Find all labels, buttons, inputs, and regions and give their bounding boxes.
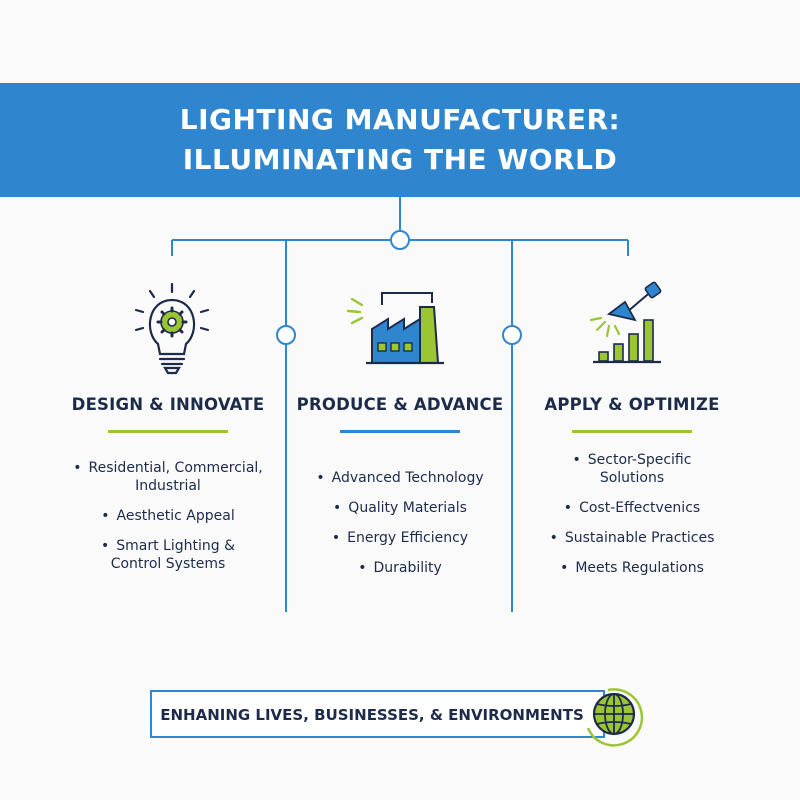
title-underline bbox=[340, 430, 460, 433]
column-title: APPLY & OPTIMIZE bbox=[544, 395, 720, 414]
item-list: •Residential, Commercial,Industrial •Aes… bbox=[53, 459, 283, 573]
column-title: DESIGN & INNOVATE bbox=[71, 395, 265, 414]
globe-icon bbox=[586, 688, 644, 747]
footer-text: ENHANING LIVES, BUSINESSES, & ENVIRONMEN… bbox=[160, 706, 584, 724]
item-list: •Advanced Technology •Quality Materials … bbox=[285, 469, 515, 577]
lightbulb-gear-icon bbox=[134, 282, 210, 375]
factory-icon bbox=[346, 292, 444, 365]
list-item: •Aesthetic Appeal bbox=[101, 508, 235, 524]
list-item: •Advanced Technology bbox=[316, 470, 484, 486]
lamp-bar-chart-icon bbox=[589, 281, 662, 364]
column-produce: PRODUCE & ADVANCE •Advanced Technology •… bbox=[285, 395, 515, 589]
list-item: •Smart Lighting &Control Systems bbox=[100, 538, 236, 572]
title-line-2: ILLUMINATING THE WORLD bbox=[182, 143, 618, 176]
list-item: •Meets Regulations bbox=[560, 560, 704, 576]
list-item: •Quality Materials bbox=[333, 500, 467, 516]
footer-banner: ENHANING LIVES, BUSINESSES, & ENVIRONMEN… bbox=[150, 690, 605, 738]
list-item: •Durability bbox=[358, 560, 442, 576]
node-left bbox=[276, 325, 296, 345]
list-item: •Residential, Commercial,Industrial bbox=[73, 460, 263, 494]
title-underline bbox=[108, 430, 228, 433]
title-underline bbox=[572, 430, 692, 433]
node-right bbox=[502, 325, 522, 345]
column-title: PRODUCE & ADVANCE bbox=[296, 395, 504, 414]
list-item: •Cost-Effectvenics bbox=[563, 500, 701, 516]
node-center bbox=[390, 230, 410, 250]
list-item: •Sustainable Practices bbox=[549, 530, 715, 546]
list-item: •Energy Efficiency bbox=[331, 530, 469, 546]
column-design: DESIGN & INNOVATE •Residential, Commerci… bbox=[53, 395, 283, 585]
title-banner: LIGHTING MANUFACTURER: ILLUMINATING THE … bbox=[0, 83, 800, 197]
title-line-1: LIGHTING MANUFACTURER: bbox=[179, 103, 621, 136]
